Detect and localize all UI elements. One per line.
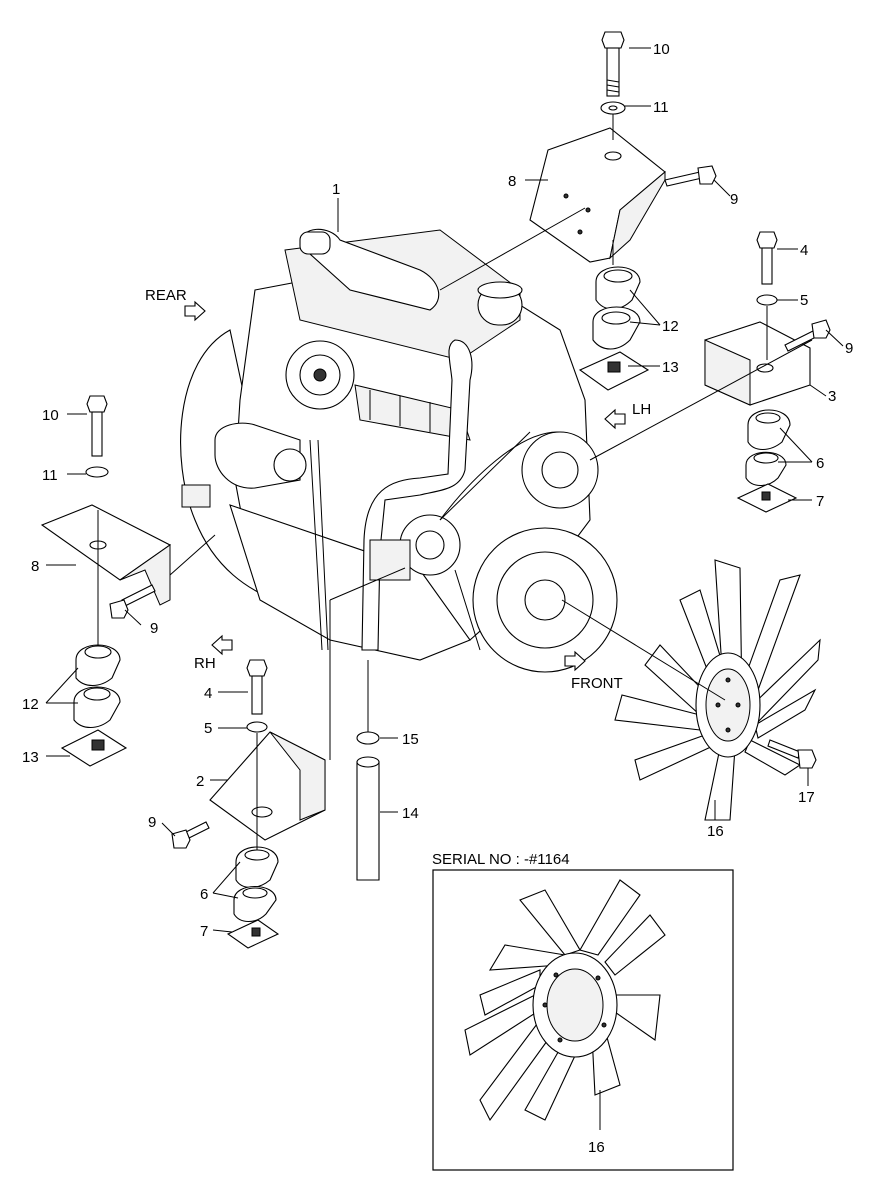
cooling-fan-main (614, 559, 821, 821)
callout-9-rh-front: 9 (148, 814, 156, 831)
callout-10-rh: 10 (42, 407, 59, 424)
callout-9-lh-front: 9 (845, 340, 853, 357)
callout-11-lh: 11 (653, 99, 669, 116)
callout-4-rh: 4 (204, 685, 212, 702)
callout-6-lh: 6 (816, 455, 824, 472)
callout-4-lh: 4 (800, 242, 808, 259)
callout-17: 17 (798, 789, 815, 806)
direction-lh-label: LH (632, 401, 651, 418)
direction-arrows (184, 300, 626, 672)
callout-5-rh: 5 (204, 720, 212, 737)
callout-8-rh: 8 (31, 558, 39, 575)
callout-9-rh-rear: 9 (150, 620, 158, 637)
callout-5-lh: 5 (800, 292, 808, 309)
serial-callout-16: 16 (588, 1139, 605, 1156)
serial-inset: SERIAL NO : -#1164 16 (432, 851, 734, 1171)
hose-assembly (356, 731, 380, 881)
callout-3: 3 (828, 388, 836, 405)
direction-rh-label: RH (194, 655, 216, 672)
direction-front-label: FRONT (571, 675, 623, 692)
callout-12-lh: 12 (662, 318, 679, 335)
callout-6-rh: 6 (200, 886, 208, 903)
callout-10-lh: 10 (653, 41, 670, 58)
callout-13-lh: 13 (662, 359, 679, 376)
leader-lines (45, 47, 844, 933)
mount-rh-front (171, 659, 326, 949)
mount-lh-front (704, 231, 831, 513)
cooling-fan-alt (464, 879, 666, 1122)
callout-14: 14 (402, 805, 419, 822)
callout-12-rh: 12 (22, 696, 39, 713)
callout-15: 15 (402, 731, 419, 748)
mount-rh-rear (40, 395, 172, 767)
callout-1: 1 (332, 181, 340, 198)
callout-2: 2 (196, 773, 204, 790)
callout-7-rh: 7 (200, 923, 208, 940)
callout-9-lh-rear: 9 (730, 191, 738, 208)
engine-body (180, 228, 618, 673)
callout-7-lh: 7 (816, 493, 824, 510)
direction-rear-label: REAR (145, 287, 187, 304)
callout-16: 16 (707, 823, 724, 840)
serial-title: SERIAL NO : -#1164 (432, 851, 570, 868)
callout-13-rh: 13 (22, 749, 39, 766)
callout-11-rh: 11 (42, 467, 58, 484)
callout-8-lh: 8 (508, 173, 516, 190)
mount-lh-rear (529, 31, 717, 391)
